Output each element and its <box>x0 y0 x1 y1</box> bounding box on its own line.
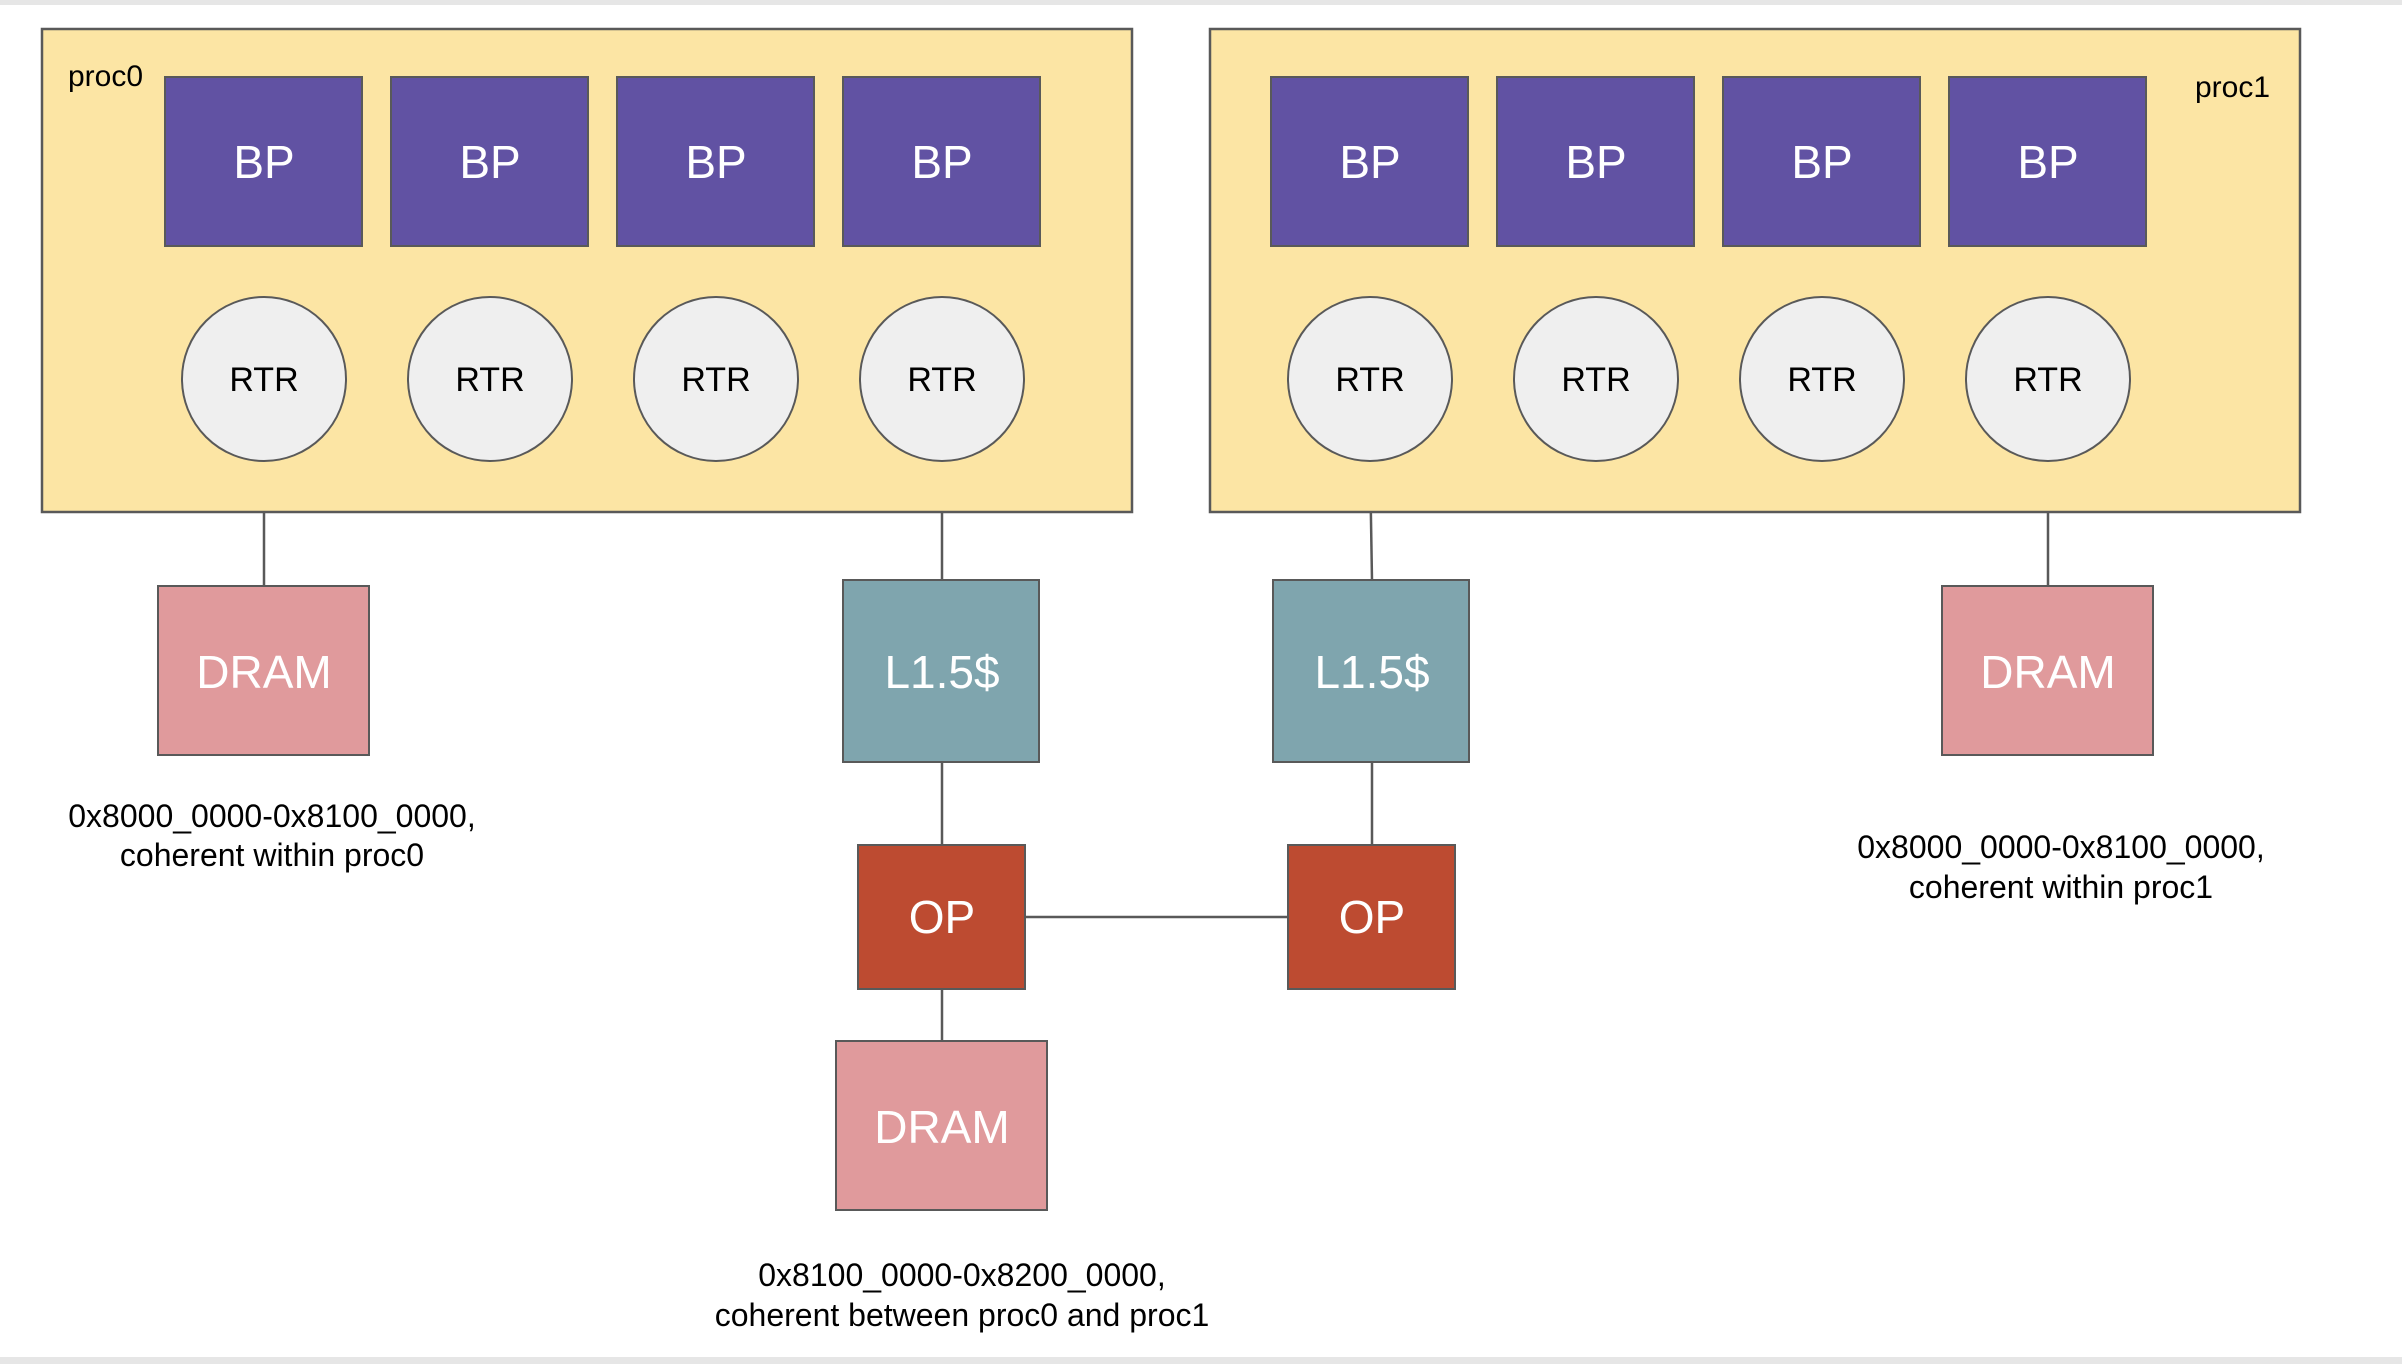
rtr-node <box>859 296 1025 462</box>
dram-label: DRAM <box>196 646 331 698</box>
proc0-label: proc0 <box>68 60 143 93</box>
rtr-label: RTR <box>455 361 524 399</box>
proc0-bp-row: BP BP BP BP <box>164 76 1041 247</box>
op-label: OP <box>909 891 975 943</box>
bottom-border <box>0 1357 2402 1364</box>
bp-label: BP <box>685 136 746 188</box>
bp-block <box>1722 76 1921 247</box>
l15-label: L1.5$ <box>884 646 999 698</box>
rtr-label: RTR <box>2013 361 2082 399</box>
rtr-label: RTR <box>1335 361 1404 399</box>
bp-label: BP <box>1565 136 1626 188</box>
bp-block <box>616 76 815 247</box>
rtr-node <box>1513 296 1679 462</box>
proc0-rtr-row: RTR RTR RTR RTR <box>181 296 1025 462</box>
proc1-label: proc1 <box>2195 71 2270 104</box>
l15-cache-proc1 <box>1272 579 1470 763</box>
dram-shared-coherence: coherent between proc0 and proc1 <box>715 1297 1210 1333</box>
dram-proc0-coherence: coherent within proc0 <box>120 837 424 873</box>
dram-proc1-coherence: coherent within proc1 <box>1909 869 2213 905</box>
rtr-label: RTR <box>1787 361 1856 399</box>
rtr-node <box>1287 296 1453 462</box>
op-proc0 <box>857 844 1026 990</box>
dram-proc0-range: 0x8000_0000-0x8100_0000, <box>68 798 475 834</box>
rtr-label: RTR <box>907 361 976 399</box>
rtr-node <box>1965 296 2131 462</box>
rtr-node <box>633 296 799 462</box>
proc1-bp-row: BP BP BP BP <box>1270 76 2147 247</box>
dram-shared <box>835 1040 1048 1211</box>
bp-label: BP <box>2017 136 2078 188</box>
bp-label: BP <box>233 136 294 188</box>
rtr-label: RTR <box>1561 361 1630 399</box>
bp-block <box>164 76 363 247</box>
l15-cache-proc0 <box>842 579 1040 763</box>
bp-label: BP <box>1791 136 1852 188</box>
op-label: OP <box>1339 891 1405 943</box>
dram-proc1 <box>1941 585 2154 756</box>
top-border <box>0 0 2402 5</box>
rtr-label: RTR <box>681 361 750 399</box>
bp-block <box>390 76 589 247</box>
op-proc1 <box>1287 844 1456 990</box>
rtr-node <box>1739 296 1905 462</box>
dram-proc1-range: 0x8000_0000-0x8100_0000, <box>1857 829 2264 865</box>
bp-block <box>1270 76 1469 247</box>
bp-block <box>1496 76 1695 247</box>
rtr-node <box>407 296 573 462</box>
proc1-rtr-row: RTR RTR RTR RTR <box>1287 296 2131 462</box>
bp-label: BP <box>911 136 972 188</box>
bp-block <box>1948 76 2147 247</box>
rtr-node <box>181 296 347 462</box>
dram-proc0 <box>157 585 370 756</box>
dram-shared-range: 0x8100_0000-0x8200_0000, <box>758 1257 1165 1293</box>
bp-label: BP <box>1339 136 1400 188</box>
bp-label: BP <box>459 136 520 188</box>
dram-label: DRAM <box>874 1101 1009 1153</box>
bp-block <box>842 76 1041 247</box>
l15-label: L1.5$ <box>1314 646 1429 698</box>
dram-label: DRAM <box>1980 646 2115 698</box>
rtr-label: RTR <box>229 361 298 399</box>
annotations: 0x8000_0000-0x8100_0000, coherent within… <box>68 798 2264 1333</box>
